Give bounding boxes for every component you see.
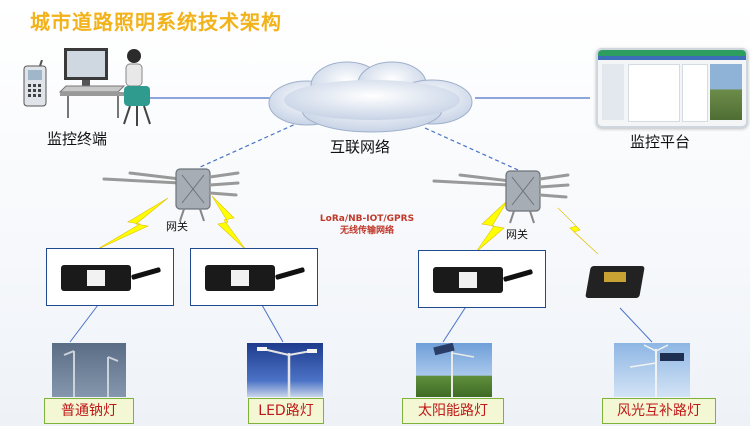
controller-sticker: [231, 270, 249, 286]
controller1-lamp-link: [69, 304, 99, 343]
monitor-platform-screen: [596, 48, 748, 128]
solar-controller-body: [585, 266, 645, 298]
gateway-right-link: [424, 127, 519, 171]
street-lamp-icon: [63, 350, 119, 397]
wind-solar-lamp-photo: [614, 343, 690, 397]
controller2-lamp-link: [261, 304, 284, 343]
platform-header-bar: [598, 50, 746, 56]
street-lamp-icon: [257, 347, 317, 397]
monitor-platform-label: 监控平台: [630, 133, 691, 151]
controller4-lamp-link: [619, 307, 653, 343]
platform-panel: [682, 64, 708, 122]
controller-sticker: [459, 272, 477, 288]
led-lamp-photo: [247, 343, 323, 397]
lamp-label-wind-solar: 风光互补路灯: [602, 398, 716, 424]
street-lamp-icon: [629, 344, 684, 397]
controller-sticker: [87, 270, 105, 286]
mobile-phone-icon: [23, 60, 47, 107]
lightning-bolt-icon: [557, 207, 599, 255]
workstation-icon: [58, 48, 151, 126]
gateway-right-label: 网关: [506, 228, 528, 241]
protocols-line-1: LoRa/NB-IOT/GPRS: [319, 214, 415, 224]
platform-map-image: [710, 64, 742, 120]
platform-nav-bar: [598, 56, 746, 60]
lamp-label-led: LED路灯: [248, 398, 324, 424]
controller-device: [433, 267, 503, 293]
controller-antenna: [274, 266, 306, 281]
gateway-left-label: 网关: [166, 220, 188, 233]
controller-antenna: [502, 268, 534, 283]
solar-lamp-photo: [416, 343, 492, 397]
protocols-line-2: 无线传输网络: [339, 226, 394, 236]
solar-controller-display: [604, 272, 626, 282]
gateway-left-icon: [102, 168, 240, 222]
controller-device: [205, 265, 275, 291]
solar-controller-device: [585, 260, 645, 302]
controller3-lamp-link: [442, 304, 468, 343]
sodium-lamp-photo: [52, 343, 126, 397]
protocols-label: LoRa/NB-IOT/GPRS 无线传输网络: [312, 213, 422, 237]
platform-panel: [628, 64, 680, 122]
controller-box-1: [46, 248, 174, 306]
controller-antenna: [130, 266, 162, 281]
lamp-label-solar: 太阳能路灯: [402, 398, 504, 424]
platform-sidebar: [602, 64, 624, 120]
monitor-terminal-label: 监控终端: [47, 130, 108, 148]
cloud-icon: [268, 61, 473, 133]
controller-box-2: [190, 248, 318, 306]
gateway-right-icon: [432, 170, 570, 224]
street-lamp-icon: [433, 343, 475, 397]
monitor-terminal: [18, 46, 158, 128]
controller-box-3: [418, 250, 546, 308]
diagram-title: 城市道路照明系统技术架构: [30, 10, 282, 34]
gateway-left-link: [197, 121, 301, 169]
controller-device: [61, 265, 131, 291]
lamp-label-sodium: 普通钠灯: [44, 398, 134, 424]
internet-label: 互联网络: [330, 138, 391, 156]
